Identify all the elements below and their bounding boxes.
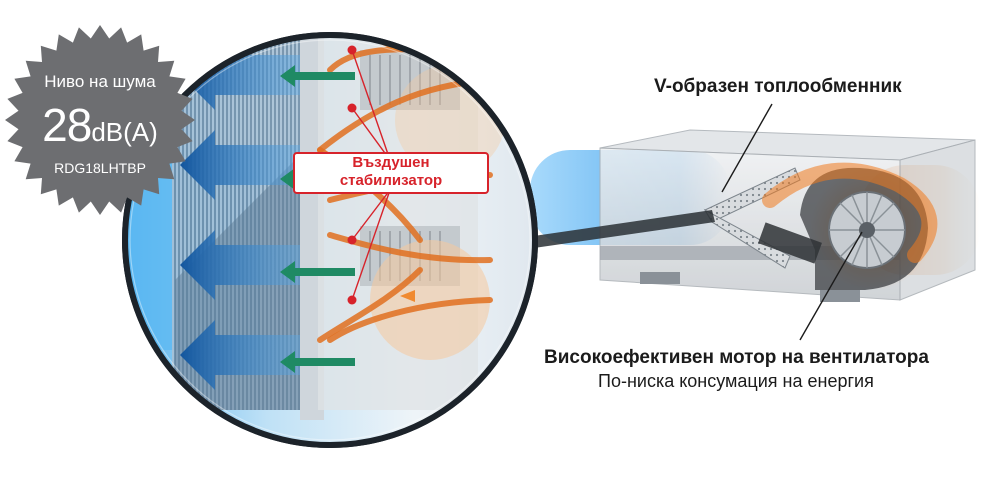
stabilizer-points <box>347 45 391 305</box>
model-code: RDG18LHTBP <box>54 160 146 176</box>
duct-unit-illustration <box>530 103 980 341</box>
arrow-left-green-icon <box>280 65 355 87</box>
magnifier-connector <box>520 210 715 250</box>
stabilizer-line-2: стабилизатор <box>339 172 443 189</box>
cool-air-arrows <box>180 40 300 390</box>
arrow-left-blue-icon <box>180 230 300 300</box>
air-stabilizer-callout: Въздушен стабилизатор <box>293 152 489 194</box>
noise-value-unit: dB(A) <box>91 117 158 147</box>
starburst-badge-icon <box>5 25 195 215</box>
blower-housing <box>800 166 934 290</box>
noise-level-label: Ниво на шума <box>44 72 156 91</box>
stabilizer-line-1: Въздушен <box>352 154 430 171</box>
leader-line-fan-motor <box>799 231 863 341</box>
noise-level-value: 28dB(A) <box>10 98 190 152</box>
v-heat-exchanger <box>703 167 822 269</box>
arrow-left-green-icon <box>280 351 355 373</box>
arrow-left-green-icon <box>280 261 355 283</box>
fan-motor-sublabel: По-ниска консумация на енергия <box>598 371 874 391</box>
fan-motor-label: Високоефективен мотор на вентилатора <box>544 347 929 368</box>
heat-exchanger-label: V-образен топлообменник <box>654 76 902 97</box>
warm-airflow-swirl <box>762 162 938 263</box>
magnified-view <box>122 32 538 448</box>
leader-line-heat-exchanger <box>721 103 773 193</box>
arrow-left-blue-icon <box>180 320 300 390</box>
arrow-left-blue-icon <box>180 130 300 200</box>
noise-value-number: 28 <box>42 99 92 151</box>
